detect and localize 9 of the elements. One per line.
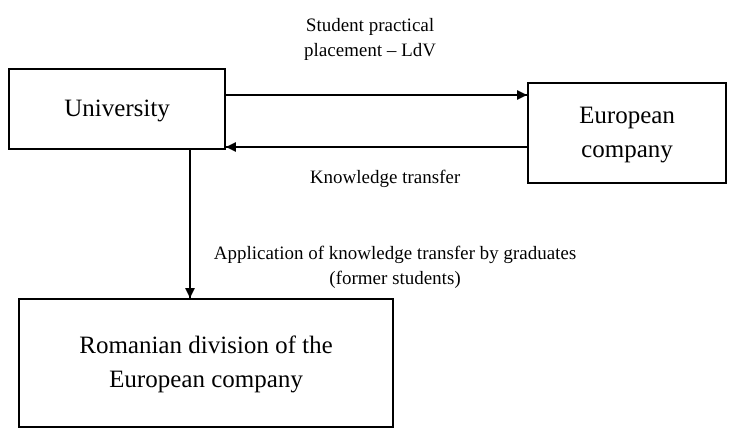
- node-label: University: [63, 94, 171, 124]
- process-box: [8, 68, 226, 150]
- process-box: [527, 82, 727, 184]
- node-label: European company: [578, 101, 676, 165]
- process-box: [18, 298, 394, 428]
- arrow: [226, 142, 527, 152]
- arrow: [185, 150, 195, 298]
- arrow: [226, 90, 527, 100]
- node-label: Romanian division of the European company: [78, 331, 334, 395]
